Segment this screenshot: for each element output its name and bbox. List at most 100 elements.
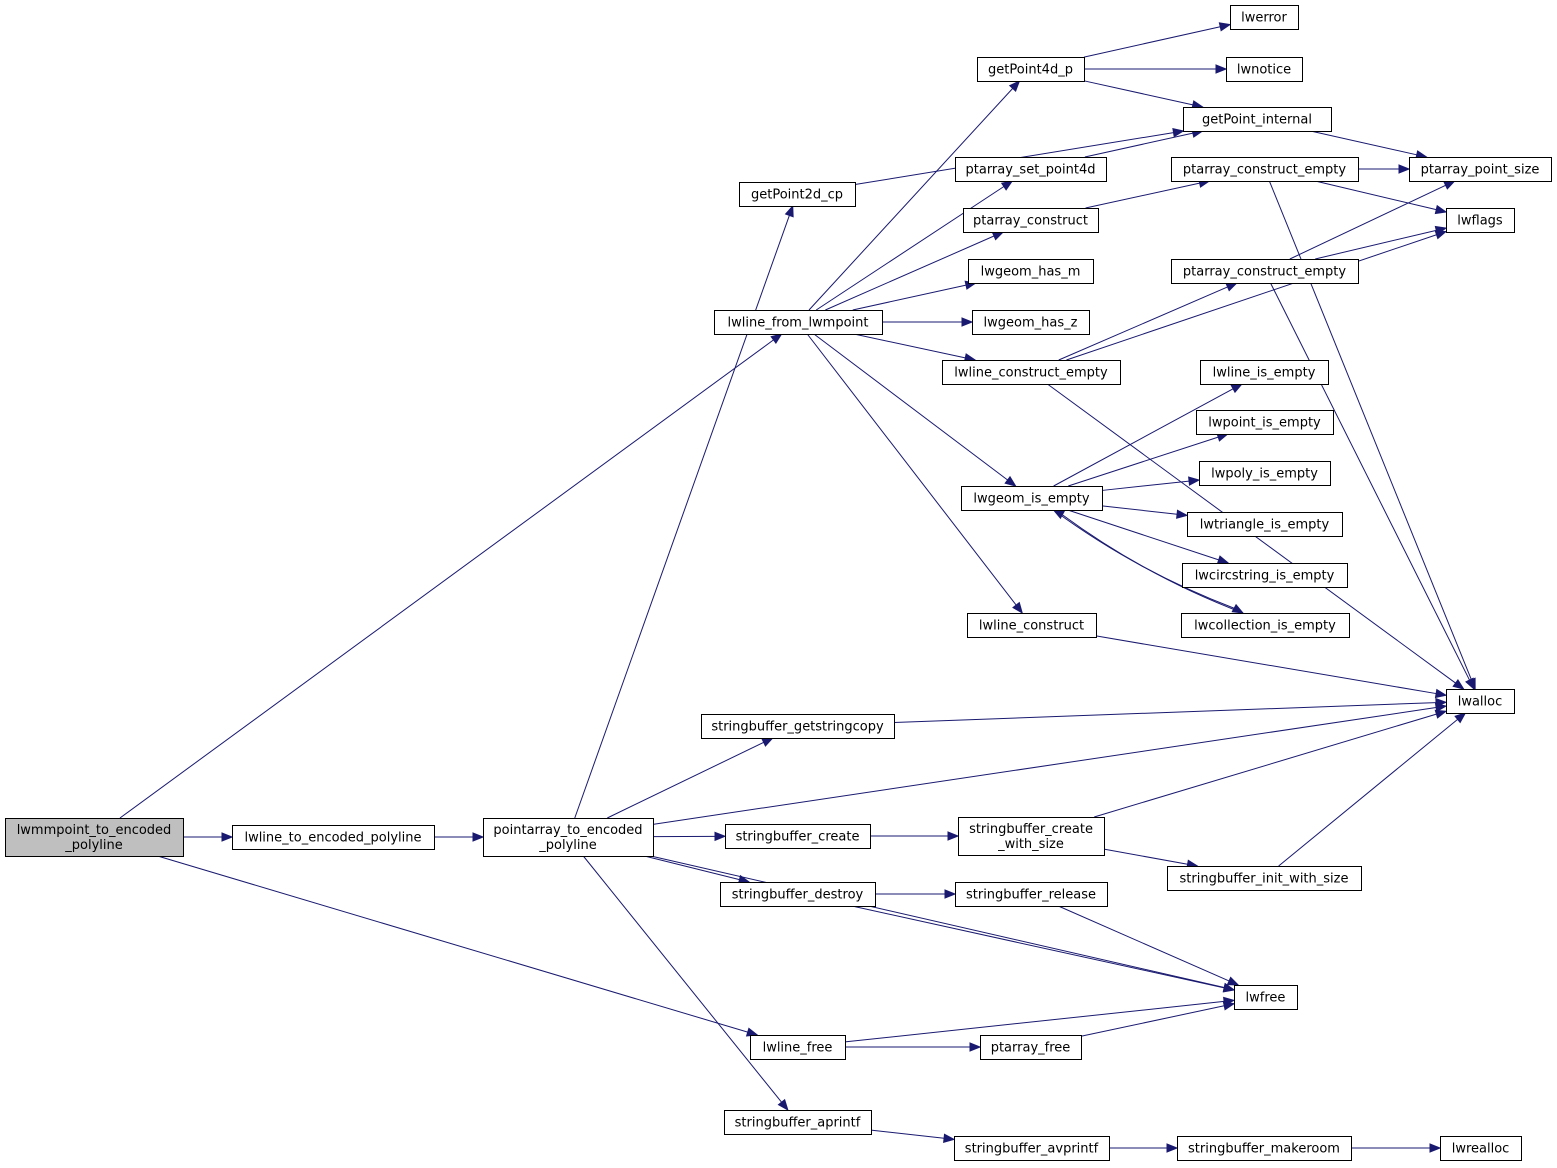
node-box	[1409, 157, 1552, 182]
node-label: lwgeom_is_empty	[973, 492, 1090, 507]
node-lie[interactable]: lwline_is_empty	[1200, 360, 1329, 385]
node-label: _polyline	[64, 838, 122, 853]
node-lwnotice[interactable]: lwnotice	[1226, 57, 1303, 82]
node-box	[955, 157, 1107, 182]
node-box	[1199, 461, 1331, 486]
node-sbmr[interactable]: stringbuffer_makeroom	[1177, 1136, 1352, 1161]
node-l2ep[interactable]: lwline_to_encoded_polyline	[232, 825, 435, 850]
node-lwflags[interactable]: lwflags	[1446, 208, 1515, 233]
edge-sbr-to-lwfree	[1058, 905, 1240, 986]
node-pace2[interactable]: ptarray_construct_empty	[1171, 259, 1359, 284]
edge-p2ep-to-sbap	[582, 855, 789, 1112]
arrowhead-icon	[1000, 180, 1014, 191]
node-hasz[interactable]: lwgeom_has_z	[972, 310, 1090, 335]
edge-gie-to-lpoie	[1101, 476, 1201, 491]
node-lcoie[interactable]: lwcollection_is_empty	[1181, 613, 1350, 638]
arrowhead-icon	[943, 1133, 956, 1143]
node-label: lwrealloc	[1452, 1142, 1510, 1157]
node-box	[963, 208, 1099, 233]
edge-pac-to-pace1	[1085, 178, 1211, 209]
node-ltie[interactable]: lwtriangle_is_empty	[1187, 512, 1343, 537]
node-label: lwcircstring_is_empty	[1195, 569, 1335, 584]
edge-lfl-to-pasp4d	[815, 180, 1014, 311]
node-label: getPoint4d_p	[988, 63, 1073, 78]
node-lfl[interactable]: lwline_from_lwmpoint	[714, 310, 883, 335]
node-lwfree[interactable]: lwfree	[1234, 985, 1298, 1010]
arrowhead-icon	[1172, 128, 1185, 138]
node-label: stringbuffer_avprintf	[965, 1142, 1099, 1157]
node-box	[968, 259, 1094, 284]
node-label: lwerror	[1241, 11, 1287, 26]
node-lcsie[interactable]: lwcircstring_is_empty	[1182, 563, 1348, 588]
node-lwrealloc[interactable]: lwrealloc	[1440, 1136, 1522, 1161]
arrowhead-icon	[745, 1027, 759, 1037]
node-root[interactable]: lwmmpoint_to_encoded_polyline	[5, 818, 184, 857]
node-lwalloc[interactable]: lwalloc	[1446, 689, 1515, 714]
edge-line	[607, 741, 764, 819]
node-sbiws[interactable]: stringbuffer_init_with_size	[1167, 866, 1362, 891]
node-label: _with_size	[997, 837, 1064, 852]
node-lwlf[interactable]: lwline_free	[750, 1035, 846, 1060]
node-hasm[interactable]: lwgeom_has_m	[968, 259, 1094, 284]
node-box	[750, 1035, 846, 1060]
node-lce[interactable]: lwline_construct_empty	[942, 360, 1121, 385]
node-label: lwline_free	[763, 1041, 833, 1056]
node-label: lwgeom_has_m	[981, 265, 1081, 280]
node-gie[interactable]: lwgeom_is_empty	[961, 486, 1103, 511]
edge-line	[1080, 1005, 1225, 1037]
node-pac[interactable]: ptarray_construct	[963, 208, 1099, 233]
node-sbc[interactable]: stringbuffer_create	[725, 824, 871, 849]
edge-gpint-to-paps	[1310, 130, 1428, 160]
arrowhead-icon	[1434, 688, 1448, 699]
node-gpint[interactable]: getPoint_internal	[1183, 107, 1332, 132]
node-paps[interactable]: ptarray_point_size	[1409, 157, 1552, 182]
node-box	[1446, 689, 1515, 714]
node-label: lwfree	[1246, 991, 1286, 1006]
node-sbd[interactable]: stringbuffer_destroy	[720, 882, 876, 907]
node-p2ep[interactable]: pointarray_to_encoded_polyline	[483, 818, 654, 857]
edge-line	[1270, 282, 1470, 681]
node-label: stringbuffer_makeroom	[1188, 1142, 1340, 1157]
edge-root-to-lwlf	[157, 855, 759, 1037]
edge-lfl-to-hasz	[882, 317, 974, 327]
node-lwerror[interactable]: lwerror	[1230, 5, 1299, 30]
node-sbr[interactable]: stringbuffer_release	[955, 882, 1108, 907]
node-lpoie[interactable]: lwpoly_is_empty	[1199, 461, 1331, 486]
node-sbgsc[interactable]: stringbuffer_getstringcopy	[701, 714, 895, 739]
node-box	[955, 882, 1108, 907]
arrowhead-icon	[770, 333, 783, 345]
arrowhead-icon	[1222, 983, 1236, 993]
node-box	[725, 824, 871, 849]
node-gp4dp[interactable]: getPoint4d_p	[977, 57, 1085, 82]
arrowhead-icon	[714, 831, 727, 842]
edge-gp4dp-to-gpint	[1083, 80, 1204, 110]
edge-p2ep-to-sbc	[652, 831, 727, 842]
node-label: ptarray_set_point4d	[966, 163, 1096, 178]
node-sbavp[interactable]: stringbuffer_avprintf	[954, 1136, 1110, 1161]
arrowhead-icon	[1012, 601, 1024, 615]
node-sbap[interactable]: stringbuffer_aprintf	[724, 1110, 872, 1135]
node-pace1[interactable]: ptarray_construct_empty	[1171, 157, 1359, 182]
node-gp2d[interactable]: getPoint2d_cp	[739, 182, 856, 207]
edge-line	[1085, 182, 1200, 209]
edge-line	[1103, 848, 1188, 865]
edge-paf-to-lwfree	[1080, 1001, 1236, 1037]
edge-lfl-to-gp4dp	[808, 80, 1021, 311]
node-box	[483, 818, 654, 857]
edge-line	[1315, 229, 1437, 260]
node-paf[interactable]: ptarray_free	[980, 1035, 1082, 1060]
node-label: pointarray_to_encoded	[493, 823, 642, 838]
arrowhead-icon	[1465, 677, 1475, 691]
node-box	[967, 613, 1097, 638]
node-box	[724, 1110, 872, 1135]
node-pasp4d[interactable]: ptarray_set_point4d	[955, 157, 1107, 182]
node-lcon[interactable]: lwline_construct	[967, 613, 1097, 638]
node-lpie[interactable]: lwpoint_is_empty	[1196, 410, 1334, 435]
edge-line	[1062, 514, 1244, 614]
node-sbcws[interactable]: stringbuffer_create_with_size	[958, 817, 1105, 856]
arrowhead-icon	[1454, 712, 1467, 724]
node-label: stringbuffer_create	[736, 830, 860, 845]
arrowhead-icon	[1166, 1143, 1179, 1153]
edge-pace1-to-paps	[1358, 164, 1411, 174]
edge-sbcws-to-sbiws	[1103, 848, 1199, 869]
